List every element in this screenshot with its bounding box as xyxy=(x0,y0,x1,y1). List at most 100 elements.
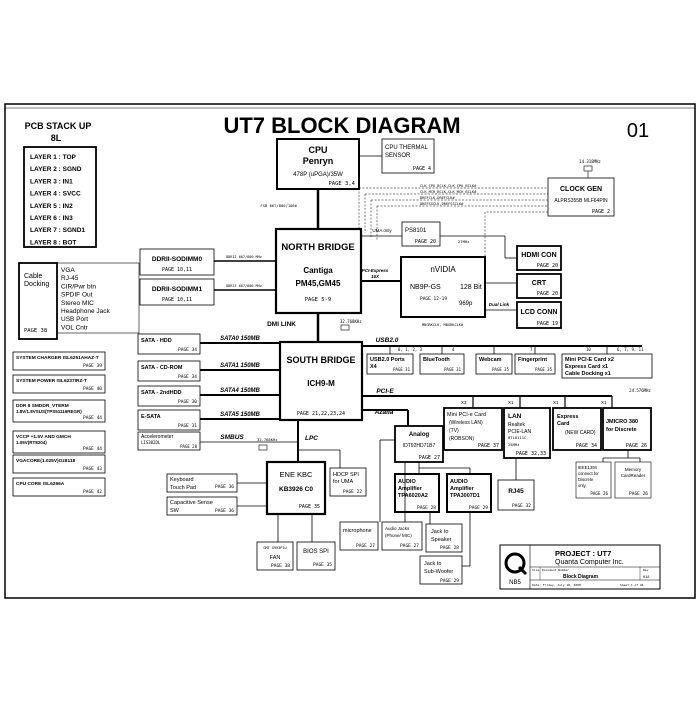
jack-speaker-line1: Jack to xyxy=(431,529,448,535)
pcie-x1-express: X1 xyxy=(553,400,559,405)
amp1-line1: AUDIO xyxy=(398,479,416,485)
dmi-link-label: DMI LINK xyxy=(267,321,296,328)
power-block-page: PAGE 43 xyxy=(83,466,102,472)
audio-jacks-box xyxy=(381,521,423,551)
clock-gen-label: CLOCK GEN xyxy=(560,186,602,193)
lcd-label: LCD CONN xyxy=(521,309,558,316)
clock-signal-lines: CLK_CPU_BCLK,CLK_CPU_BCLK#CLK_MCH_BCLK,C… xyxy=(358,184,548,257)
pcie-x1-lan: X1 xyxy=(508,400,514,405)
wlan-line1: Mini PCI-e Card xyxy=(447,412,486,418)
ddr1-label: DDRII-SODIMM1 xyxy=(152,286,203,293)
lan-box xyxy=(503,407,551,459)
amp1-line2: Amplifier xyxy=(398,486,423,492)
north-bridge-page: PAGE 5-9 xyxy=(305,297,332,303)
wlan-page: PAGE 37 xyxy=(478,443,499,449)
nvidia-package: 969p xyxy=(459,301,473,307)
hdmi-label: HDMI CON xyxy=(521,252,556,259)
power-block xyxy=(12,454,106,474)
pcb-layer: LAYER 6 : IN3 xyxy=(30,215,73,222)
cpu-package: 478P (uPGA)/35W xyxy=(293,172,343,178)
cpu-thermal-line2: SENSOR xyxy=(385,153,411,159)
express-card-box xyxy=(552,407,602,451)
north-bridge-variants: PM45,GM45 xyxy=(296,279,341,288)
usb-fp-idx: 10 xyxy=(586,347,591,352)
pcie-x3-label: X3 xyxy=(461,400,467,405)
cpu-label: CPU xyxy=(308,145,327,155)
analog-part: IDT92HD71B7 xyxy=(403,443,436,449)
jack-sub-line1: Jack to xyxy=(424,561,441,567)
bios-page: PAGE 35 xyxy=(313,562,332,568)
clock-signal-label: DREFSSCLK,DREFSSCLK# xyxy=(420,202,464,206)
capsense-page: PAGE 36 xyxy=(215,508,234,514)
usb-device-box xyxy=(419,353,465,375)
pcb-stack-box xyxy=(23,146,97,248)
power-block-subtitle: 1.05V(RT8204) xyxy=(16,440,47,445)
cpu-model: Penryn xyxy=(303,156,334,166)
pcb-layer: LAYER 2 : SGND xyxy=(30,166,82,173)
rev-label: Rev xyxy=(643,568,649,572)
lpc-label: LPC xyxy=(305,435,318,442)
cable-docking-item: VOL Cntr xyxy=(61,324,89,331)
wlan-line4: (ROBSON) xyxy=(449,436,474,442)
nvidia-label: nVIDIA xyxy=(430,265,456,274)
power-block-subtitle: 1.8V/1.8VSUS(TPS51116REGR) xyxy=(16,409,82,414)
ene-kbc-page: PAGE 35 xyxy=(299,504,320,510)
lan-page: PAGE 32,33 xyxy=(516,451,546,457)
ddr1-page: PAGE 10,11 xyxy=(162,297,192,303)
sheet-frame xyxy=(4,103,696,599)
cpu-thermal-line1: CPU THERMAL xyxy=(385,145,429,151)
jmicro-line1: JMICRO 380 xyxy=(606,419,638,425)
nvidia-chip: NB9P-GS xyxy=(410,284,441,291)
express-card-line3: (NEW CARD) xyxy=(565,430,596,436)
usb-device-box xyxy=(366,353,414,375)
capsense-line1: Capacitive Sense xyxy=(170,500,213,506)
pcb-layer: LAYER 4 : SVCC xyxy=(30,191,81,198)
hdcp-spi-box xyxy=(329,467,367,497)
sata-bus-label: SATA5 150MB xyxy=(220,412,260,418)
bios-spi-box xyxy=(296,541,336,571)
cable-docking-label-2: Docking xyxy=(24,281,49,288)
cable-docking-item: VGA xyxy=(61,267,75,274)
jmicro-page: PAGE 26 xyxy=(626,443,647,449)
cable-docking-item: SPDIF Out xyxy=(61,292,93,299)
quanta-logo-icon xyxy=(504,552,526,574)
rj45-page: PAGE 32 xyxy=(512,503,531,509)
page-title: UT7 BLOCK DIAGRAM xyxy=(223,113,460,138)
usb-ports-idx: 0, 1, 2, 3 xyxy=(398,347,423,352)
keyboard-page: PAGE 36 xyxy=(215,484,234,490)
jmicro-box xyxy=(602,407,652,451)
ddr1-bus: DDRII 667/800 MHz xyxy=(226,284,262,288)
ieee1394-line4: only xyxy=(578,483,587,488)
lan-part: RTL8111C xyxy=(508,435,526,440)
usb-device-label: USB2.0 Ports xyxy=(370,357,405,363)
audio-jacks-line1: Audio Jacks xyxy=(385,526,410,531)
card-reader-line2: CardReader xyxy=(621,473,646,478)
wlan-line3: (TV) xyxy=(449,428,459,434)
jack-speaker-line2: Speaker xyxy=(431,537,452,543)
sata-bus-label: SATA0 150MB xyxy=(220,336,260,342)
jack-sub-line2: Sub-Woofer xyxy=(424,569,453,575)
power-block-title: SYSTEM POWER ISL6237IRZ-T xyxy=(16,378,87,384)
pcb-layer: LAYER 5 : IN2 xyxy=(30,203,73,210)
ieee1394-page: PAGE 26 xyxy=(590,491,608,496)
ieee1394-line1: IEEE1394 xyxy=(578,465,598,470)
audio-jacks-line2: (Phone/ MIC) xyxy=(385,533,412,538)
lan-clock: 25MHz xyxy=(508,442,519,447)
clock-signal-label: CLK_MCH_BCLK,CLK_MCH_BCLK# xyxy=(420,190,477,194)
accelerometer-page: PAGE 28 xyxy=(180,444,197,449)
usb-device-page: PAGE 31 xyxy=(444,367,461,372)
rj45-label: RJ45 xyxy=(508,488,524,495)
amp2-page: PAGE 29 xyxy=(469,505,488,511)
south-bridge-label: SOUTH BRIDGE xyxy=(286,355,355,365)
ps8101-page: PAGE 20 xyxy=(415,239,436,245)
clock-gen-box xyxy=(547,177,615,217)
amp2-line2: Amplifier xyxy=(450,486,475,492)
accelerometer-label: Accelerometer xyxy=(141,434,174,440)
north-bridge-label: NORTH BRIDGE xyxy=(281,242,354,253)
pcie-x16-line1: PCI-Express xyxy=(362,268,389,273)
mini-pcie-wlan-box xyxy=(443,407,503,451)
